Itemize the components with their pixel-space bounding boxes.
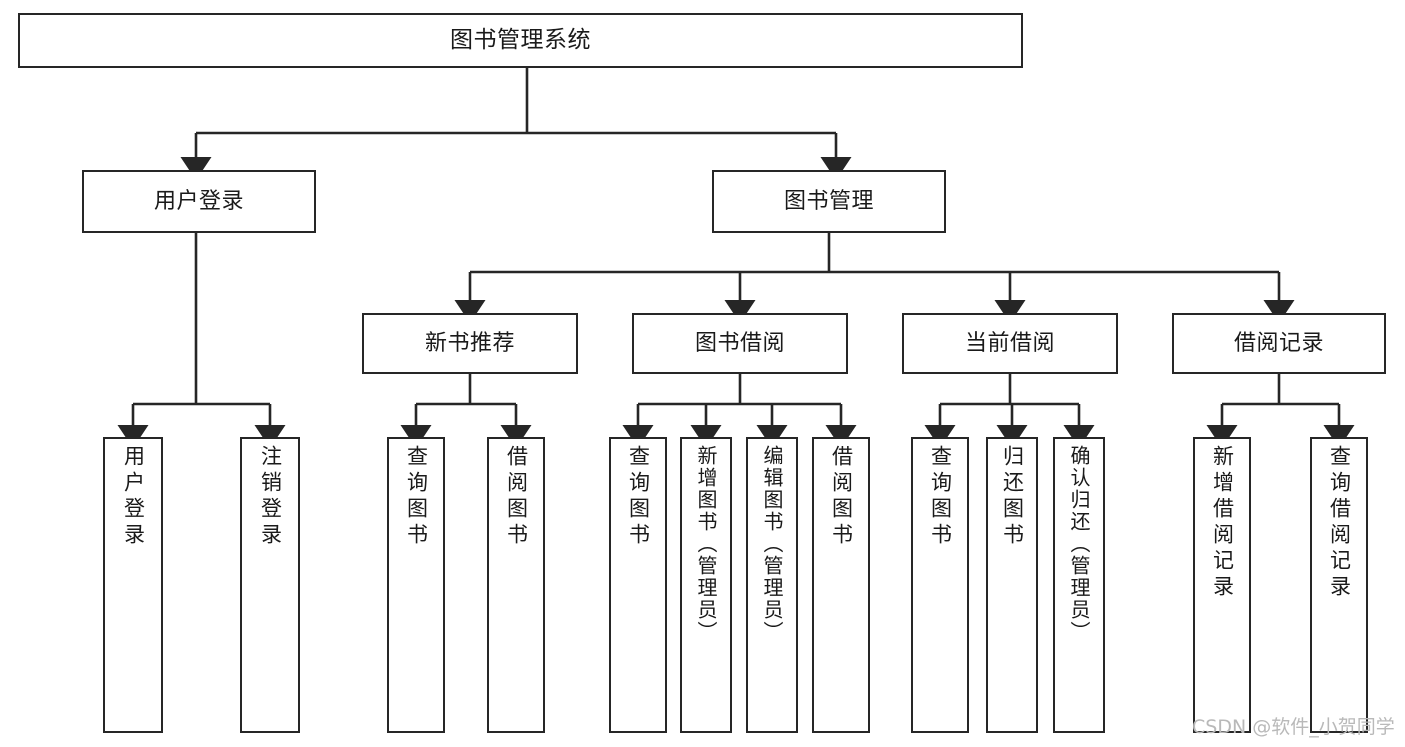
node-leaf-confirm-return[interactable]: 确认归还（管理员） xyxy=(1053,437,1105,733)
node-borrow-record-label: 借阅记录 xyxy=(1233,330,1324,356)
node-leaf-query-book-cur-label: 查询图书 xyxy=(928,445,953,549)
node-root[interactable]: 图书管理系统 xyxy=(18,13,1023,68)
node-leaf-logout[interactable]: 注销登录 xyxy=(240,437,300,733)
node-leaf-borrow-book[interactable]: 借阅图书 xyxy=(812,437,870,733)
node-book-manage[interactable]: 图书管理 xyxy=(712,170,946,233)
node-current-borrow[interactable]: 当前借阅 xyxy=(902,313,1118,374)
node-leaf-borrow-book-label: 借阅图书 xyxy=(829,445,854,549)
node-user-login-label: 用户登录 xyxy=(153,188,244,214)
node-leaf-confirm-return-label: 确认归还（管理员） xyxy=(1067,445,1091,643)
node-leaf-return-book-label: 归还图书 xyxy=(1000,445,1025,549)
node-leaf-user-login-label: 用户登录 xyxy=(121,445,146,549)
node-leaf-return-book[interactable]: 归还图书 xyxy=(986,437,1038,733)
node-book-borrow[interactable]: 图书借阅 xyxy=(632,313,848,374)
node-leaf-add-record-label: 新增借阅记录 xyxy=(1210,445,1235,601)
node-leaf-query-book-borrow[interactable]: 查询图书 xyxy=(609,437,667,733)
node-leaf-borrow-book-rec[interactable]: 借阅图书 xyxy=(487,437,545,733)
node-leaf-add-book[interactable]: 新增图书（管理员） xyxy=(680,437,732,733)
node-leaf-query-book-rec[interactable]: 查询图书 xyxy=(387,437,445,733)
node-user-login[interactable]: 用户登录 xyxy=(82,170,316,233)
node-leaf-edit-book[interactable]: 编辑图书（管理员） xyxy=(746,437,798,733)
node-leaf-query-book-cur[interactable]: 查询图书 xyxy=(911,437,969,733)
node-borrow-record[interactable]: 借阅记录 xyxy=(1172,313,1386,374)
node-leaf-logout-label: 注销登录 xyxy=(258,445,283,549)
node-leaf-query-record[interactable]: 查询借阅记录 xyxy=(1310,437,1368,733)
node-leaf-query-record-label: 查询借阅记录 xyxy=(1327,445,1352,601)
node-leaf-add-book-label: 新增图书（管理员） xyxy=(694,445,718,643)
node-leaf-user-login[interactable]: 用户登录 xyxy=(103,437,163,733)
node-leaf-query-book-rec-label: 查询图书 xyxy=(404,445,429,549)
node-book-borrow-label: 图书借阅 xyxy=(694,330,785,356)
node-root-label: 图书管理系统 xyxy=(450,27,591,53)
node-leaf-edit-book-label: 编辑图书（管理员） xyxy=(760,445,784,643)
node-new-book-rec-label: 新书推荐 xyxy=(424,330,515,356)
node-new-book-rec[interactable]: 新书推荐 xyxy=(362,313,578,374)
node-leaf-borrow-book-rec-label: 借阅图书 xyxy=(504,445,529,549)
node-book-manage-label: 图书管理 xyxy=(783,188,874,214)
node-leaf-query-book-borrow-label: 查询图书 xyxy=(626,445,651,549)
node-leaf-add-record[interactable]: 新增借阅记录 xyxy=(1193,437,1251,733)
node-current-borrow-label: 当前借阅 xyxy=(964,330,1055,356)
